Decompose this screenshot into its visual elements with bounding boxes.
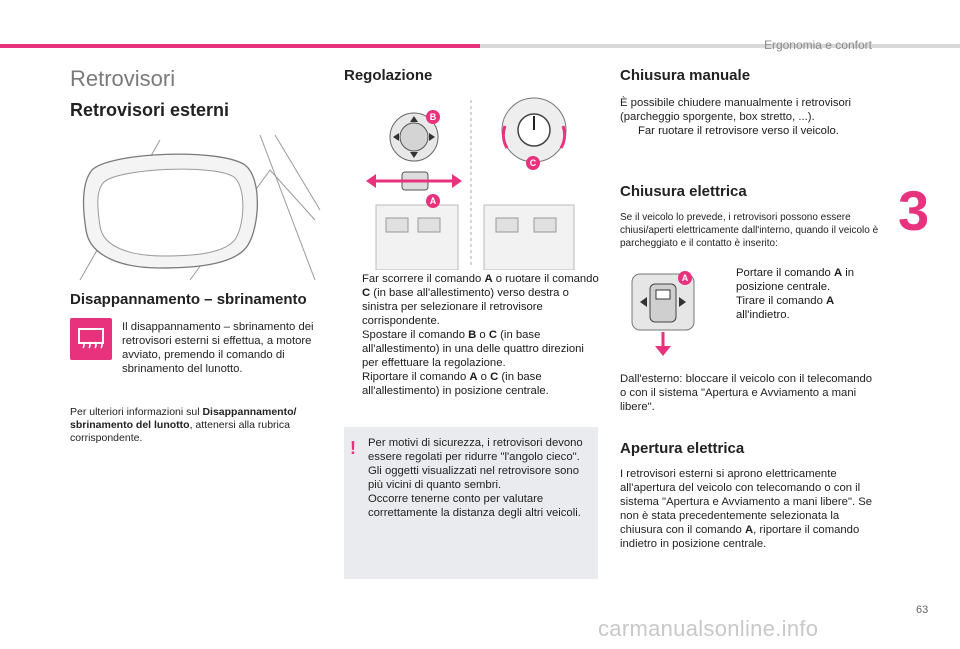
adjustment-steps: Far scorrere il comando A o ruotare il c… <box>344 272 600 398</box>
mirror-illustration <box>79 134 321 281</box>
list-item: Tirare il comando A all'indietro. <box>736 295 835 321</box>
page-title: Retrovisori <box>70 66 176 91</box>
heading-defrost: Disappannamento – sbrinamento <box>70 291 307 308</box>
list-item: Riportare il comando A o C (in base all'… <box>362 371 549 397</box>
list-item: Far scorrere il comando A o ruotare il c… <box>362 273 599 327</box>
label-c: C <box>526 156 540 170</box>
manual-folding-text: È possibile chiudere manualmente i retro… <box>620 97 852 123</box>
electric-opening-text: I retrovisori esterni si aprono elettric… <box>620 468 873 550</box>
mirror-control-illustration <box>366 97 575 270</box>
list-item: Far ruotare il retrovisore verso il veic… <box>638 125 839 137</box>
heading-electric-folding: Chiusura elettrica <box>620 183 747 200</box>
label-a-fold: A <box>678 271 692 285</box>
safety-note <box>344 427 598 579</box>
heading-manual-folding: Chiusura manuale <box>620 67 751 84</box>
rear-defrost-button-icon <box>70 318 112 360</box>
label-b: B <box>426 110 440 124</box>
remote-locking-text: Dall'esterno: bloccare il veicolo con il… <box>620 373 873 413</box>
heading-electric-opening: Apertura elettrica <box>620 440 745 457</box>
more-info-text: Per ulteriori informazioni sul Disappann… <box>70 406 297 444</box>
electric-folding-text: Se il veicolo lo prevede, i retrovisori … <box>620 212 879 249</box>
heading-adjustment: Regolazione <box>344 67 433 84</box>
header-accent-bar <box>0 44 480 48</box>
list-item: Portare il comando A in posizione centra… <box>736 267 855 293</box>
manual-folding-steps: Far ruotare il retrovisore verso il veic… <box>620 124 880 138</box>
list-item: Spostare il comando B o C (in base all'a… <box>362 329 584 369</box>
electric-folding-steps: Portare il comando A in posizione centra… <box>718 266 878 322</box>
safety-note-text: Per motivi di sicurezza, i retrovisori d… <box>368 437 583 519</box>
warning-icon: ! <box>350 438 356 458</box>
header-rule <box>480 44 960 48</box>
label-a: A <box>426 194 440 208</box>
fold-control-illustration <box>631 273 695 356</box>
heading-external-mirrors: Retrovisori esterni <box>70 100 230 120</box>
defrost-description: Il disappannamento – sbrinamento dei ret… <box>122 321 314 375</box>
section-title: Ergonomia e confort <box>763 38 872 52</box>
watermark: carmanualsonline.info <box>598 616 819 641</box>
chapter-number: 3 <box>898 179 930 242</box>
page-number: 63 <box>916 604 929 616</box>
